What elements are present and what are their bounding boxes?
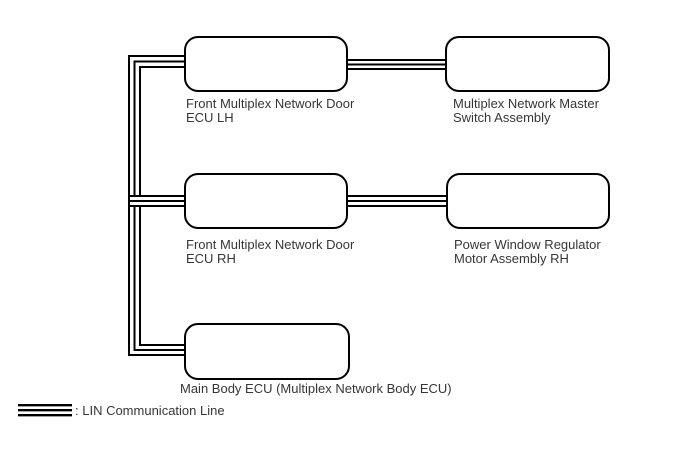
label-front-multiplex-network-door-ecu-lh: Front Multiplex Network Door ECU LH	[186, 96, 355, 125]
node-multiplex-network-master-switch-assembly	[445, 36, 610, 92]
node-front-multiplex-network-door-ecu-rh	[184, 173, 348, 229]
label-power-window-regulator-motor-assembly-rh: Power Window Regulator Motor Assembly RH	[454, 237, 601, 266]
legend-lin-communication-line: : LIN Communication Line	[75, 403, 225, 418]
lin-link-row1	[347, 59, 446, 70]
node-main-body-ecu	[184, 323, 350, 380]
label-front-multiplex-network-door-ecu-rh: Front Multiplex Network Door ECU RH	[186, 237, 355, 266]
lin-branch-row2	[128, 195, 186, 207]
label-main-body-ecu: Main Body ECU (Multiplex Network Body EC…	[180, 381, 452, 396]
lin-link-row2	[347, 195, 447, 207]
lin-line-legend-icon	[18, 404, 72, 417]
node-power-window-regulator-motor-assembly-rh	[446, 173, 610, 229]
label-multiplex-network-master-switch-assembly: Multiplex Network Master Switch Assembly	[453, 96, 599, 125]
node-front-multiplex-network-door-ecu-lh	[184, 36, 348, 92]
